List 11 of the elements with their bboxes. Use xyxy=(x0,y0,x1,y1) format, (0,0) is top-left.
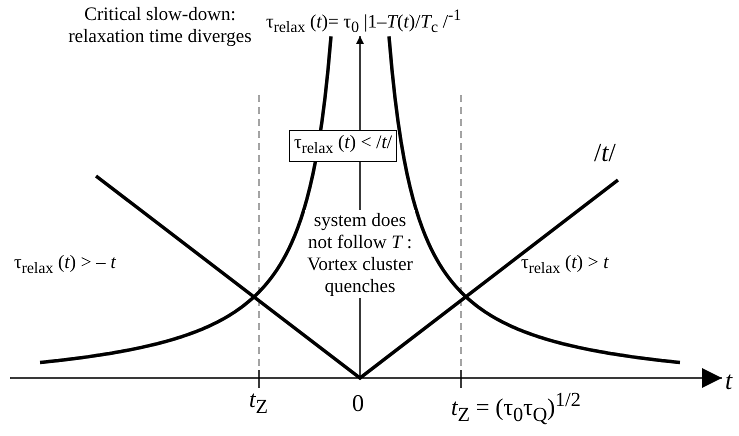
tick-label: t$_{Z}$ xyxy=(249,386,268,420)
annotation-text: Critical slow-down: relaxation time diverges xyxy=(67,4,253,48)
tick-label: 0 xyxy=(352,390,364,418)
region-label: τ$_{relax}$ (t) > – t xyxy=(14,252,116,279)
region-label: τ$_{relax}$ (t) > t xyxy=(521,252,608,279)
tick-label: t$_{Z}$ = (τ$_{0}$τ$_{Q}$)$^{1/2}$ xyxy=(451,388,581,428)
annotation-text: system does not follow T : Vortex cluster quenches xyxy=(305,210,415,298)
axis-label: t xyxy=(725,366,732,396)
formula-label: τ$_{relax}$ (t)= τ$_{0}$ |1–T(t)/T$_{c}$ /$^{-1}$ xyxy=(266,6,462,38)
condition-box: τ$_{relax}$ (t) < /t/ xyxy=(289,130,398,162)
curve-label: /t/ xyxy=(594,138,616,168)
